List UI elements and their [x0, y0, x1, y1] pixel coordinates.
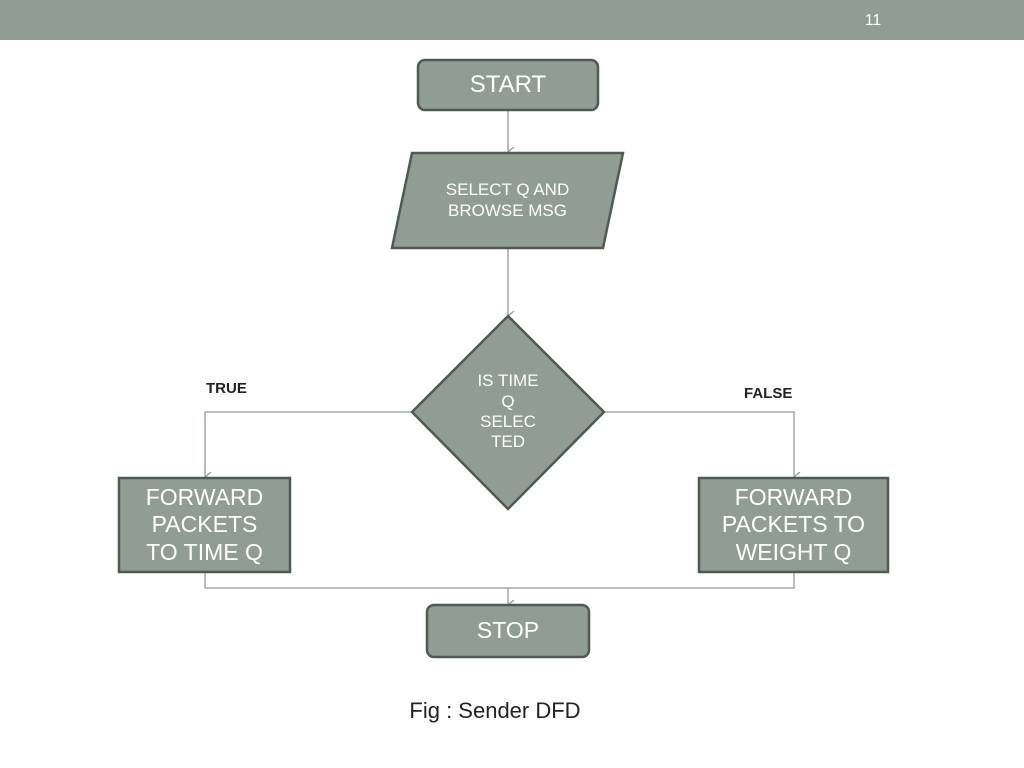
forward-time-node [117, 476, 292, 574]
edge-false-branch [604, 411, 794, 477]
select-label: SELECT Q AND BROWSE MSG [445, 180, 570, 220]
forward-weight-node [697, 476, 890, 574]
decision-node [410, 314, 606, 511]
select-node [390, 151, 625, 250]
start-node [416, 58, 600, 112]
true-label: TRUE [206, 380, 247, 397]
edge-right-merge [508, 572, 795, 589]
decision-label: IS TIME Q SELEC TED [477, 371, 539, 452]
slide-number: 11 [864, 12, 882, 29]
edge-true-branch [205, 411, 412, 477]
start-label: START [469, 70, 547, 98]
edge-left-merge [204, 572, 508, 589]
false-label: FALSE [744, 385, 793, 402]
header-bar: 11 [0, 0, 1024, 40]
stop-label: STOP [476, 617, 540, 644]
forward-weight-label: FORWARD PACKETS TO WEIGHT Q [721, 483, 866, 565]
stop-node [425, 603, 591, 659]
figure-caption: Fig : Sender DFD [409, 698, 581, 723]
forward-time-label: FORWARD PACKETS TO TIME Q [145, 483, 264, 565]
